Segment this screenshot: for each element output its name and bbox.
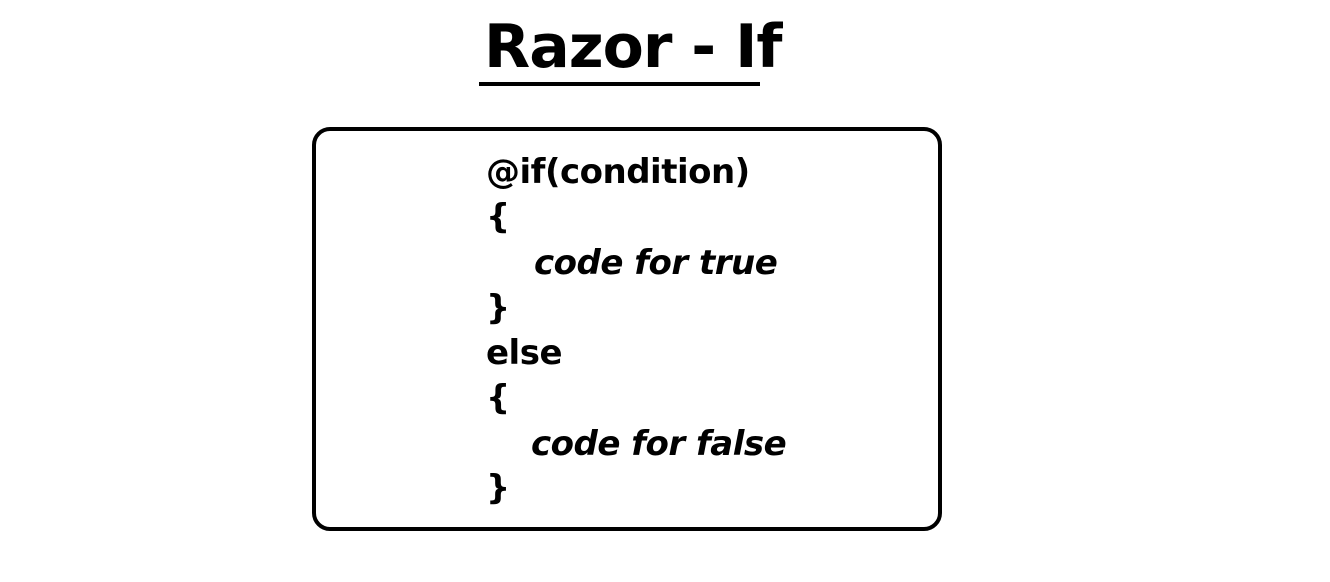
true-branch-body: code for true [534, 243, 778, 283]
else-open-brace: { [486, 378, 510, 418]
code-box [312, 127, 942, 531]
title-underline [479, 82, 760, 86]
false-branch-body: code for false [531, 424, 787, 464]
diagram-title: Razor - If [484, 12, 783, 82]
if-condition-line: @if(condition) [486, 152, 750, 192]
if-close-brace: } [486, 288, 510, 328]
else-keyword: else [486, 333, 563, 373]
else-close-brace: } [486, 468, 510, 508]
if-open-brace: { [486, 197, 510, 237]
